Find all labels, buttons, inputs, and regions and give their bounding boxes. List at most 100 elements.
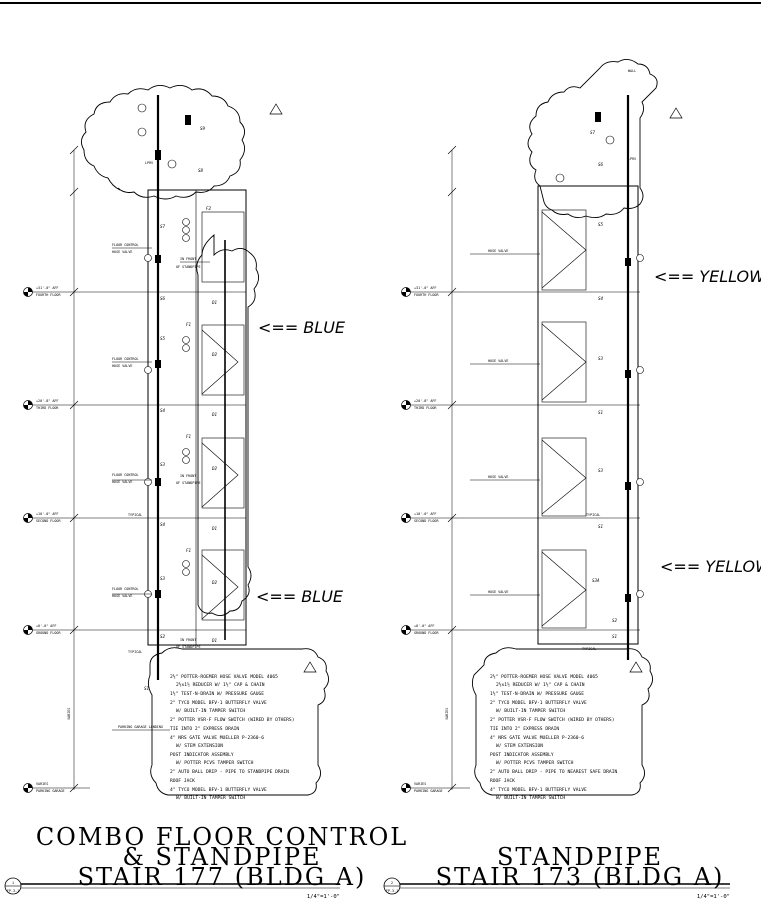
floor-control-label-2: FLOOR CONTROL [112, 357, 139, 361]
floor-control-label-3: FLOOR CONTROL [112, 473, 139, 477]
svg-text:S3: S3 [160, 576, 166, 581]
svg-text:D2: D2 [211, 466, 218, 471]
left-title-line-1: COMBO FLOOR CONTROL [36, 823, 408, 851]
svg-text:S9: S9 [200, 126, 206, 131]
r-typical-2: TYPICAL [582, 647, 596, 651]
r-lprv-label: LPRV [628, 157, 636, 161]
typical-label-2: TYPICAL [128, 650, 142, 654]
svg-text:1½" TEST-N-DRAIN W/ PRESSURE G: 1½" TEST-N-DRAIN W/ PRESSURE GAUGE [490, 690, 584, 697]
revision-cloud-bottom-right [471, 647, 653, 796]
svg-text:S7: S7 [590, 130, 596, 135]
blue-callout-2: <== BLUE [256, 587, 344, 606]
svg-text:S5: S5 [160, 336, 166, 341]
svg-text:TIE INTO 2" EXPRESS DRAIN: TIE INTO 2" EXPRESS DRAIN [170, 726, 239, 732]
r-level-4-elev: +31'-0" AFF [414, 286, 436, 290]
revision-cloud-right-left [196, 234, 259, 616]
floor-control-label-1: FLOOR CONTROL [112, 243, 139, 247]
svg-text:D1: D1 [211, 526, 217, 531]
of-standpipe-label-2: OF STANDPIPE [176, 481, 201, 485]
r-varies-label: VARIES [445, 708, 449, 720]
stair-flights [201, 211, 245, 621]
svg-text:S3: S3 [598, 356, 604, 361]
legend-left: 2½" POTTER-ROEMER HOSE VALVE MODEL 4065 … [170, 673, 294, 801]
svg-text:S1: S1 [144, 686, 149, 691]
right-scale: 1/4"=1'-0" [697, 894, 730, 900]
svg-text:S1: S1 [598, 410, 603, 415]
svg-text:D1: D1 [211, 412, 217, 417]
svg-text:F2: F2 [206, 206, 212, 211]
revision-triangle-legend-right [629, 661, 643, 673]
svg-text:S2: S2 [612, 618, 618, 623]
svg-text:4" TYCO MODEL BFV-1 BUTTERFLY: 4" TYCO MODEL BFV-1 BUTTERFLY VALVE [170, 787, 267, 793]
svg-text:2" POTTER VSR-F FLOW SWITCH (W: 2" POTTER VSR-F FLOW SWITCH (WIRED BY OT… [490, 717, 614, 723]
in-front-label-2: IN FRONT [180, 474, 196, 478]
svg-text:W/ BUILT-IN TAMPER SWITCH: W/ BUILT-IN TAMPER SWITCH [176, 708, 245, 714]
right-sheet-number: 2 [391, 881, 393, 885]
svg-text:POST INDICATOR ASSEMBLY: POST INDICATOR ASSEMBLY [170, 752, 234, 758]
r-level-2-name: SECOND FLOOR [414, 519, 439, 523]
level-0-elev: VARIES [36, 782, 48, 786]
svg-text:S3: S3 [160, 462, 166, 467]
lprv-label: LPRV [145, 161, 153, 165]
svg-text:W/ BUILT-IN TAMPER SWITCH: W/ BUILT-IN TAMPER SWITCH [496, 708, 565, 714]
revision-triangle-left [269, 103, 283, 115]
r-level-3-elev: +20'-8" AFF [414, 399, 436, 403]
svg-text:POST INDICATOR ASSEMBLY: POST INDICATOR ASSEMBLY [490, 752, 554, 758]
svg-text:4" TYCO MODEL BFV-1 BUTTERFLY: 4" TYCO MODEL BFV-1 BUTTERFLY VALVE [490, 787, 587, 793]
revision-triangle-legend-left [303, 661, 317, 673]
legend-right: 2½" POTTER-ROEMER HOSE VALVE MODEL 4065 … [490, 673, 617, 801]
svg-text:S3: S3 [598, 468, 604, 473]
revision-cloud-bottom-left [147, 647, 329, 796]
valve-markers [155, 115, 191, 598]
left-sheet-ref: FP-3.1 [7, 889, 19, 893]
stair-tags: S9 S8 F2 S7 S6 D1 F1 S5 D2 S4 D1 F1 S3 D… [144, 126, 218, 691]
stair-tags-right: S7 S6 S5 S4 S3 S1 S3 S1 S3A S2 S1 [590, 130, 618, 639]
level-3-name: THIRD FLOOR [36, 406, 59, 410]
stair-shaft-outline-right [537, 185, 639, 645]
r-level-0-elev: VARIES [414, 782, 426, 786]
leader-lines [112, 247, 210, 731]
r-hose-valve-2: HOSE VALVE [488, 359, 508, 363]
svg-text:S1: S1 [612, 634, 617, 639]
svg-text:4" NRS GATE VALVE MUELLER P-23: 4" NRS GATE VALVE MUELLER P-2360-6 [170, 735, 264, 741]
varies-label: VARIES [67, 708, 71, 720]
level-1-name: GROUND FLOOR [36, 631, 61, 635]
dimension-ticks-right [447, 145, 457, 793]
leader-lines-right [470, 253, 540, 596]
valve-markers-right [595, 112, 631, 602]
svg-text:W/ BUILT-IN TAMPER SWITCH: W/ BUILT-IN TAMPER SWITCH [496, 795, 565, 801]
svg-text:ROOF JACK: ROOF JACK [170, 778, 195, 784]
hose-valve-label-2: HOSE VALVE [112, 364, 132, 368]
hose-valve-label-3: HOSE VALVE [112, 480, 132, 484]
svg-text:S6: S6 [598, 162, 604, 167]
svg-text:TIE INTO 2" EXPRESS DRAIN: TIE INTO 2" EXPRESS DRAIN [490, 726, 559, 732]
floor-control-label-4: FLOOR CONTROL [112, 587, 139, 591]
svg-text:S1: S1 [598, 524, 603, 529]
stair-shaft-outline [147, 189, 247, 646]
svg-text:F1: F1 [186, 434, 191, 439]
right-sheet-ref: FP-3.1 [386, 889, 398, 893]
keynote-bubbles-right [555, 135, 644, 598]
right-title-line-1: STANDPIPE [497, 843, 663, 871]
svg-text:W/ POTTER PCVS TAMPER SWITCH: W/ POTTER PCVS TAMPER SWITCH [176, 760, 254, 766]
left-title-line-3: STAIR 177 (BLDG A) [78, 863, 367, 891]
r-level-4-name: FOURTH FLOOR [414, 293, 439, 297]
level-0-name: PARKING GARAGE [36, 789, 65, 793]
svg-text:D1: D1 [211, 638, 217, 643]
level-3-elev: +20'-8" AFF [36, 399, 58, 403]
svg-text:W/ BUILT-IN TAMPER SWITCH: W/ BUILT-IN TAMPER SWITCH [176, 795, 245, 801]
level-2-name: SECOND FLOOR [36, 519, 61, 523]
blue-callout-1: <== BLUE [258, 318, 346, 337]
level-2-elev: +10'-0" AFF [36, 512, 58, 516]
svg-text:S4: S4 [160, 408, 166, 413]
svg-text:W/ POTTER PCVS TAMPER SWITCH: W/ POTTER PCVS TAMPER SWITCH [496, 760, 574, 766]
svg-text:2" TYCO MODEL BFV-1 BUTTERFLY: 2" TYCO MODEL BFV-1 BUTTERFLY VALVE [170, 700, 267, 706]
in-front-label-1: IN FRONT [180, 257, 196, 261]
hose-valve-label-1: HOSE VALVE [112, 250, 132, 254]
svg-text:S3A: S3A [592, 578, 600, 583]
yellow-callout-1: <== YELLOW [654, 267, 761, 286]
svg-text:S8: S8 [198, 168, 204, 173]
level-4-elev: +31'-0" AFF [36, 286, 58, 290]
svg-text:S5: S5 [598, 222, 604, 227]
r-hose-valve-3: HOSE VALVE [488, 475, 508, 479]
